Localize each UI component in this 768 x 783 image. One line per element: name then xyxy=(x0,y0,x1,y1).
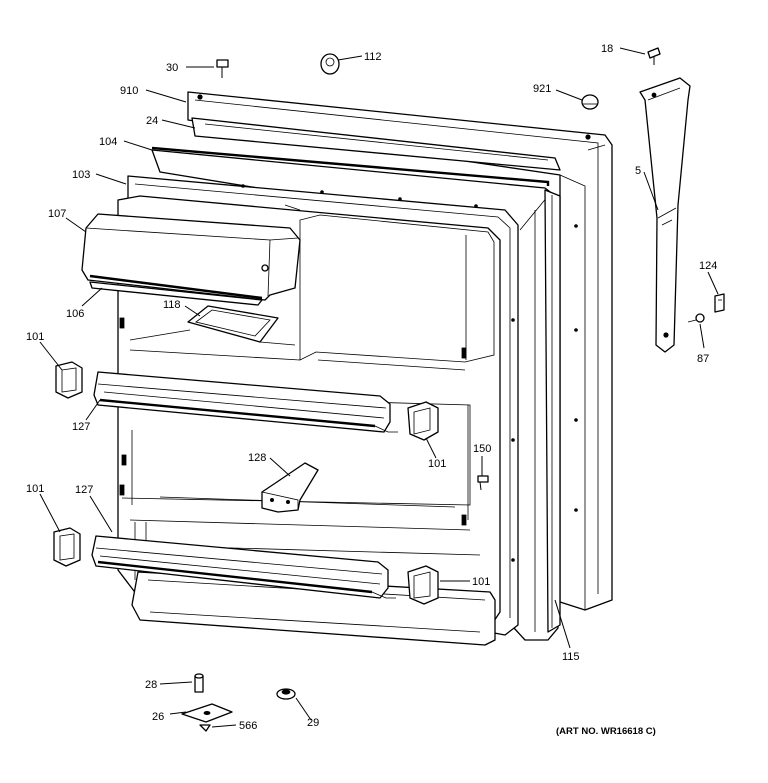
label-566: 566 xyxy=(239,720,257,732)
bushing-29 xyxy=(276,688,296,700)
label-101-lower-right: 101 xyxy=(472,576,490,588)
label-29: 29 xyxy=(307,717,319,729)
label-103: 103 xyxy=(72,169,90,181)
label-104: 104 xyxy=(99,136,117,148)
screw-566 xyxy=(199,724,211,732)
hinge-pin-28 xyxy=(194,673,204,693)
dairy-compartment-base xyxy=(89,281,263,306)
label-115: 115 xyxy=(562,651,580,663)
plug-112 xyxy=(320,53,340,75)
clip-124 xyxy=(714,293,725,313)
door-handle xyxy=(639,77,691,353)
label-128: 128 xyxy=(248,452,266,464)
label-107: 107 xyxy=(48,208,66,220)
door-insulation xyxy=(191,117,561,171)
gasket-strip-115 xyxy=(544,189,561,633)
part-number-labels: 30 112 18 910 921 24 104 103 5 107 124 1… xyxy=(26,43,717,737)
label-87: 87 xyxy=(697,353,709,365)
label-101-upper-left: 101 xyxy=(26,331,44,343)
label-5: 5 xyxy=(635,165,641,177)
screw-87 xyxy=(687,313,705,323)
bracket-128 xyxy=(261,462,319,513)
label-101-lower-left: 101 xyxy=(26,483,44,495)
label-101-upper-right: 101 xyxy=(428,458,446,470)
label-150: 150 xyxy=(473,443,491,455)
lower-door-shelf-rail xyxy=(91,535,396,599)
art-number: (ART NO. WR16618 C) xyxy=(556,726,656,737)
leader-lines xyxy=(39,47,719,728)
label-106: 106 xyxy=(66,308,84,320)
label-112: 112 xyxy=(364,51,382,63)
label-26: 26 xyxy=(152,711,164,723)
label-28: 28 xyxy=(145,679,157,691)
shelf-end-cap-lower-right xyxy=(407,565,439,605)
label-127-upper: 127 xyxy=(72,421,90,433)
shelf-tray xyxy=(129,305,296,346)
hinge-plate-26 xyxy=(181,703,233,723)
screw-30 xyxy=(216,59,229,78)
shelf-end-cap-upper-left xyxy=(55,361,83,399)
label-124: 124 xyxy=(699,260,717,272)
label-24: 24 xyxy=(146,115,158,127)
label-910: 910 xyxy=(120,85,138,97)
plug-921 xyxy=(581,94,599,110)
screw-150 xyxy=(477,475,489,491)
label-921: 921 xyxy=(533,83,551,95)
shelf-end-cap-upper-right xyxy=(407,401,439,441)
label-30: 30 xyxy=(166,62,178,74)
screw-18 xyxy=(647,47,661,65)
upper-door-shelf-rail xyxy=(93,371,398,433)
shelf-end-cap-lower-left xyxy=(53,527,81,567)
label-18: 18 xyxy=(601,43,613,55)
dairy-compartment-door xyxy=(81,204,301,301)
label-127-lower: 127 xyxy=(75,484,93,496)
label-118: 118 xyxy=(163,299,181,311)
